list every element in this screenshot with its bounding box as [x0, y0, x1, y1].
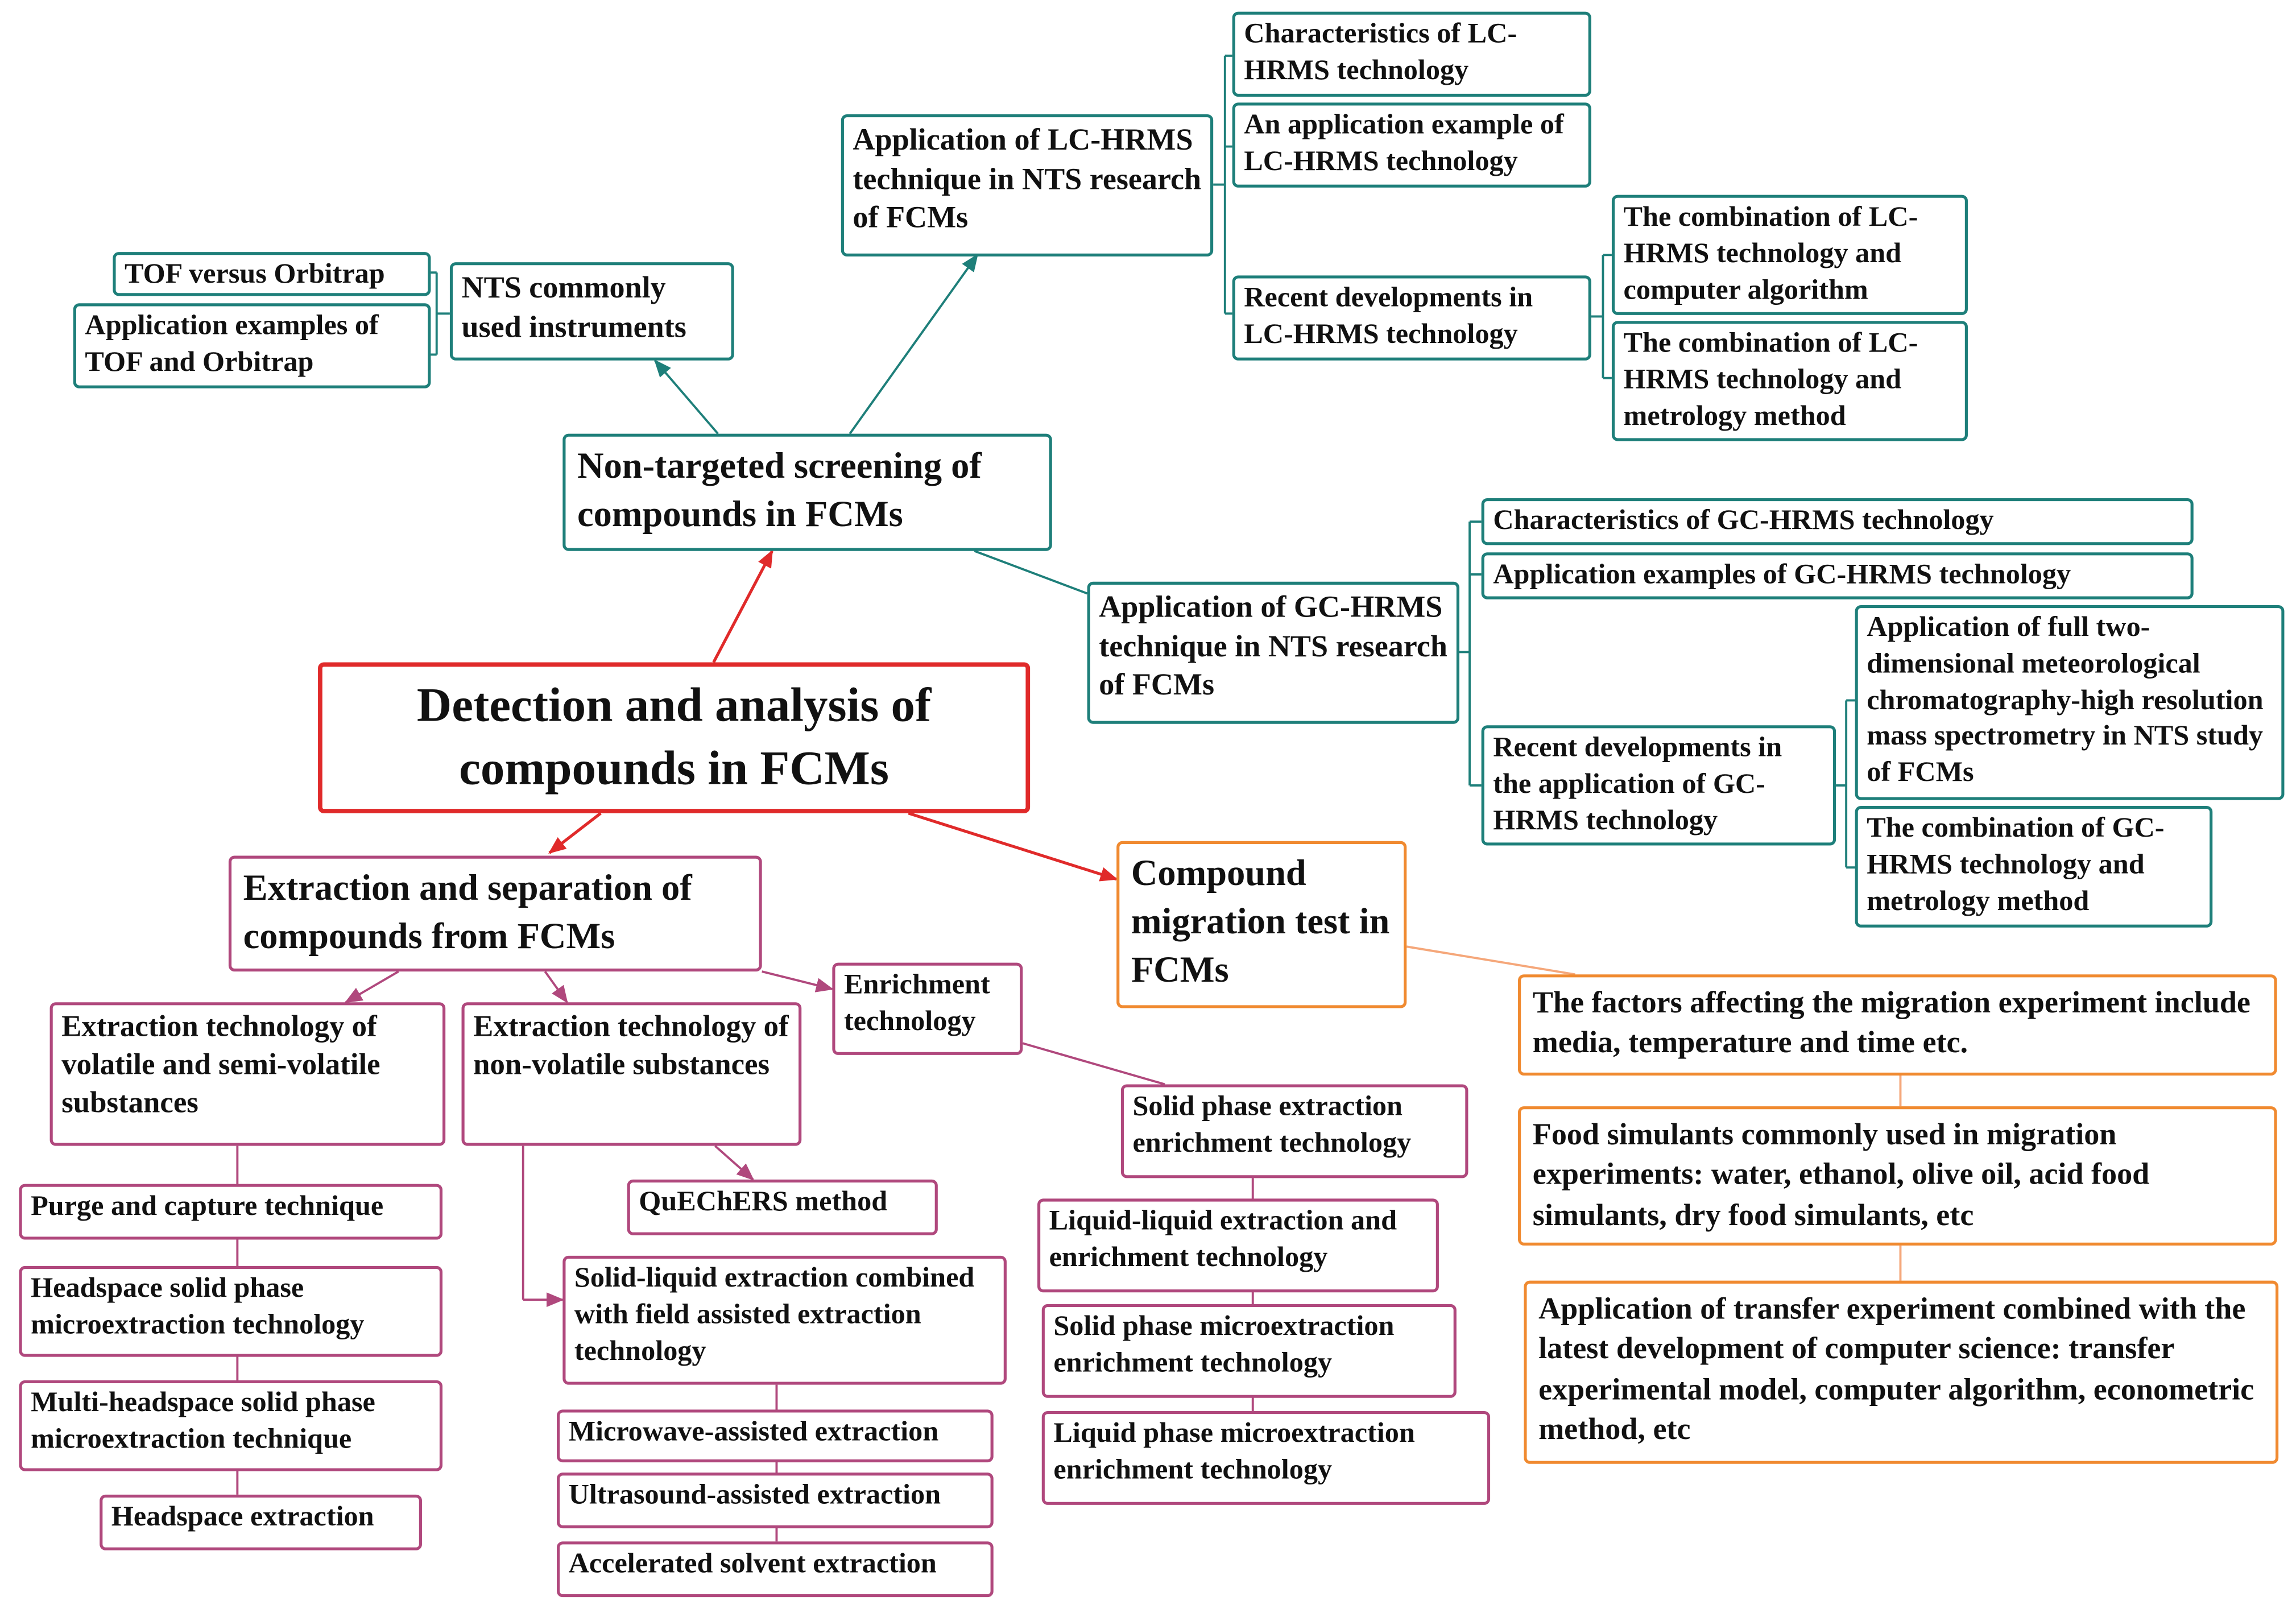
- gc-examples-label: Application examples of GC-HRMS technolo…: [1493, 560, 2071, 591]
- headspace-label: Headspace extraction: [111, 1502, 374, 1533]
- nts-instruments-label: NTS commonly used instruments: [461, 270, 686, 344]
- gc-2d-node: Application of full two-dimensional mete…: [1855, 605, 2285, 800]
- quechers-node: QuEChERS method: [627, 1179, 938, 1235]
- hs-spme-node: Headspace solid phase microextraction te…: [19, 1265, 443, 1357]
- nts-instruments-node: NTS commonly used instruments: [449, 262, 734, 361]
- purge-capture-label: Purge and capture technique: [31, 1191, 384, 1222]
- tof-orbitrap-examples-label: Application examples of TOF and Orbitrap: [85, 311, 379, 378]
- transfer-experiment-node: Application of transfer experiment combi…: [1524, 1280, 2279, 1464]
- gc-characteristics-label: Characteristics of GC-HRMS technology: [1493, 505, 1994, 536]
- lc-hrms-node: Application of LC-HRMS technique in NTS …: [841, 114, 1214, 257]
- quechers-label: QuEChERS method: [639, 1186, 888, 1218]
- sle-node: Solid-liquid extraction combined with fi…: [562, 1255, 1007, 1385]
- nts-topic-label: Non-targeted screening of compounds in F…: [577, 446, 982, 535]
- root-topic-label: Detection and analysis of compounds in F…: [416, 679, 932, 795]
- volatile-node: Extraction technology of volatile and se…: [49, 1002, 446, 1146]
- lle-enrich-label: Liquid-liquid extraction and enrichment …: [1049, 1206, 1397, 1273]
- lc-recent-node: Recent developments in LC-HRMS technolog…: [1232, 275, 1591, 361]
- lc-metrology-label: The combination of LC-HRMS technology an…: [1623, 328, 1918, 432]
- lc-computer-label: The combination of LC-HRMS technology an…: [1623, 202, 1918, 306]
- food-simulants-node: Food simulants commonly used in migratio…: [1518, 1106, 2277, 1246]
- lc-example-label: An application example of LC-HRMS techno…: [1244, 110, 1564, 177]
- lc-recent-label: Recent developments in LC-HRMS technolog…: [1244, 283, 1533, 350]
- gc-metrology-label: The combination of GC-HRMS technology an…: [1867, 813, 2165, 917]
- headspace-node: Headspace extraction: [100, 1494, 422, 1550]
- migration-connectors: [1406, 945, 1902, 1281]
- spe-enrich-label: Solid phase extraction enrichment techno…: [1132, 1091, 1412, 1159]
- spe-enrich-node: Solid phase extraction enrichment techno…: [1120, 1084, 1468, 1178]
- nonvolatile-node: Extraction technology of non-volatile su…: [461, 1002, 802, 1146]
- tof-orbitrap-node: TOF versus Orbitrap: [113, 252, 431, 296]
- gc-characteristics-node: Characteristics of GC-HRMS technology: [1481, 498, 2194, 545]
- lc-characteristics-node: Characteristics of LC-HRMS technology: [1232, 11, 1591, 97]
- hs-spme-label: Headspace solid phase microextraction te…: [31, 1273, 365, 1341]
- migration-factors-node: The factors affecting the migration expe…: [1518, 974, 2277, 1076]
- lc-hrms-label: Application of LC-HRMS technique in NTS …: [853, 121, 1202, 235]
- spme-enrich-label: Solid phase microextraction enrichment t…: [1053, 1311, 1395, 1379]
- nts-topic: Non-targeted screening of compounds in F…: [562, 433, 1052, 551]
- migration-topic-label: Compound migration test in FCMs: [1131, 854, 1390, 991]
- lle-enrich-node: Liquid-liquid extraction and enrichment …: [1037, 1198, 1439, 1293]
- lpme-enrich-label: Liquid phase microextraction enrichment …: [1053, 1418, 1415, 1486]
- tof-orbitrap-examples-node: Application examples of TOF and Orbitrap: [73, 303, 431, 388]
- microwave-node: Microwave-assisted extraction: [556, 1409, 994, 1463]
- gc-hrms-node: Application of GC-HRMS technique in NTS …: [1087, 581, 1459, 724]
- enrichment-label: Enrichment technology: [843, 970, 990, 1037]
- accelerated-node: Accelerated solvent extraction: [556, 1541, 994, 1598]
- nonvolatile-label: Extraction technology of non-volatile su…: [473, 1011, 789, 1082]
- transfer-experiment-label: Application of transfer experiment combi…: [1538, 1291, 2254, 1446]
- root-topic: Detection and analysis of compounds in F…: [318, 662, 1031, 813]
- sle-label: Solid-liquid extraction combined with fi…: [574, 1263, 975, 1367]
- lc-example-node: An application example of LC-HRMS techno…: [1232, 102, 1591, 188]
- migration-topic: Compound migration test in FCMs: [1116, 841, 1407, 1008]
- ultrasound-label: Ultrasound-assisted extraction: [568, 1480, 941, 1511]
- lc-metrology-node: The combination of LC-HRMS technology an…: [1611, 321, 1968, 441]
- extraction-topic: Extraction and separation of compounds f…: [228, 855, 762, 972]
- gc-examples-node: Application examples of GC-HRMS technolo…: [1481, 552, 2194, 599]
- volatile-label: Extraction technology of volatile and se…: [61, 1011, 380, 1120]
- gc-recent-label: Recent developments in the application o…: [1493, 733, 1782, 836]
- multi-hs-spme-label: Multi-headspace solid phase microextract…: [31, 1387, 375, 1455]
- spme-enrich-node: Solid phase microextraction enrichment t…: [1041, 1304, 1457, 1398]
- gc-2d-label: Application of full two-dimensional mete…: [1867, 612, 2264, 789]
- root-arrows: [548, 549, 1118, 882]
- lc-characteristics-label: Characteristics of LC-HRMS technology: [1244, 19, 1517, 86]
- gc-metrology-node: The combination of GC-HRMS technology an…: [1855, 805, 2213, 928]
- tof-orbitrap-label: TOF versus Orbitrap: [124, 259, 385, 291]
- multi-hs-spme-node: Multi-headspace solid phase microextract…: [19, 1380, 443, 1471]
- food-simulants-label: Food simulants commonly used in migratio…: [1532, 1116, 2150, 1232]
- enrichment-node: Enrichment technology: [832, 962, 1023, 1055]
- nts-connectors: [431, 54, 1855, 869]
- ultrasound-node: Ultrasound-assisted extraction: [556, 1473, 994, 1529]
- migration-factors-label: The factors affecting the migration expe…: [1532, 985, 2251, 1060]
- lc-computer-node: The combination of LC-HRMS technology an…: [1611, 195, 1968, 315]
- gc-recent-node: Recent developments in the application o…: [1481, 725, 1836, 846]
- accelerated-label: Accelerated solvent extraction: [568, 1549, 937, 1580]
- gc-hrms-label: Application of GC-HRMS technique in NTS …: [1099, 589, 1447, 702]
- extraction-topic-label: Extraction and separation of compounds f…: [243, 868, 692, 957]
- microwave-label: Microwave-assisted extraction: [568, 1417, 939, 1448]
- purge-capture-node: Purge and capture technique: [19, 1184, 443, 1240]
- lpme-enrich-node: Liquid phase microextraction enrichment …: [1041, 1411, 1491, 1505]
